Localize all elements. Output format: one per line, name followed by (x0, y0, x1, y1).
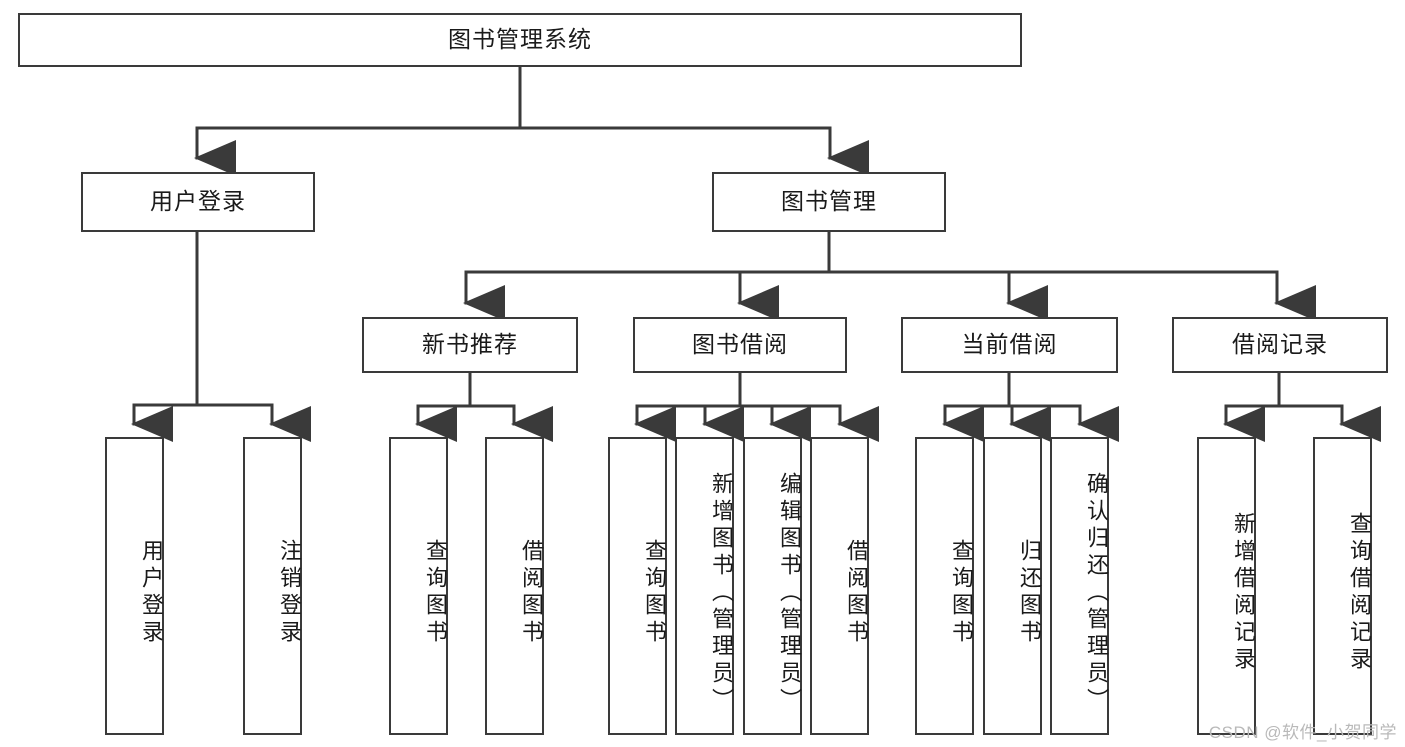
node-root-label: 图书管理系统 (448, 26, 592, 53)
node-borrow-record[interactable]: 借阅记录 (1172, 317, 1388, 373)
leaf-new-book-query-label: 查询图书 (423, 539, 448, 647)
leaf-add-borrow-record[interactable]: 新增借阅记录 (1197, 437, 1256, 735)
leaf-user-login[interactable]: 用户登录 (105, 437, 164, 735)
node-book-borrow-label: 图书借阅 (692, 331, 788, 358)
leaf-borrow-query-book-label: 查询图书 (642, 539, 667, 647)
node-new-book-recommend[interactable]: 新书推荐 (362, 317, 578, 373)
leaf-new-book-query[interactable]: 查询图书 (389, 437, 448, 735)
node-borrow-record-label: 借阅记录 (1232, 331, 1328, 358)
leaf-confirm-return-admin-label: 确认归还（管理员） (1084, 471, 1109, 715)
leaf-logout[interactable]: 注销登录 (243, 437, 302, 735)
leaf-current-query-book[interactable]: 查询图书 (915, 437, 974, 735)
node-user-login-label: 用户登录 (150, 188, 246, 215)
node-book-management[interactable]: 图书管理 (712, 172, 946, 232)
node-user-login[interactable]: 用户登录 (81, 172, 315, 232)
leaf-add-borrow-record-label: 新增借阅记录 (1231, 512, 1256, 674)
leaf-borrow-book[interactable]: 借阅图书 (810, 437, 869, 735)
leaf-borrow-book-label: 借阅图书 (844, 539, 869, 647)
watermark-text: CSDN @软件_小贺同学 (1208, 723, 1397, 742)
leaf-borrow-query-book[interactable]: 查询图书 (608, 437, 667, 735)
leaf-edit-book-admin[interactable]: 编辑图书（管理员） (743, 437, 802, 735)
leaf-new-book-borrow[interactable]: 借阅图书 (485, 437, 544, 735)
node-current-borrow-label: 当前借阅 (961, 331, 1058, 358)
node-root-system[interactable]: 图书管理系统 (18, 13, 1022, 67)
leaf-logout-label: 注销登录 (277, 539, 302, 647)
leaf-confirm-return-admin[interactable]: 确认归还（管理员） (1050, 437, 1109, 735)
leaf-add-book-admin-label: 新增图书（管理员） (709, 471, 734, 715)
leaf-edit-book-admin-label: 编辑图书（管理员） (777, 471, 802, 715)
node-book-borrow[interactable]: 图书借阅 (633, 317, 847, 373)
leaf-add-book-admin[interactable]: 新增图书（管理员） (675, 437, 734, 735)
node-new-book-recommend-label: 新书推荐 (422, 331, 518, 358)
leaf-return-book-label: 归还图书 (1017, 539, 1042, 647)
node-current-borrow[interactable]: 当前借阅 (901, 317, 1118, 373)
leaf-user-login-label: 用户登录 (139, 539, 164, 647)
leaf-return-book[interactable]: 归还图书 (983, 437, 1042, 735)
leaf-current-query-book-label: 查询图书 (949, 539, 974, 647)
leaf-query-borrow-record-label: 查询借阅记录 (1347, 512, 1372, 674)
node-book-management-label: 图书管理 (781, 188, 877, 215)
leaf-query-borrow-record[interactable]: 查询借阅记录 (1313, 437, 1372, 735)
leaf-new-book-borrow-label: 借阅图书 (519, 539, 544, 647)
